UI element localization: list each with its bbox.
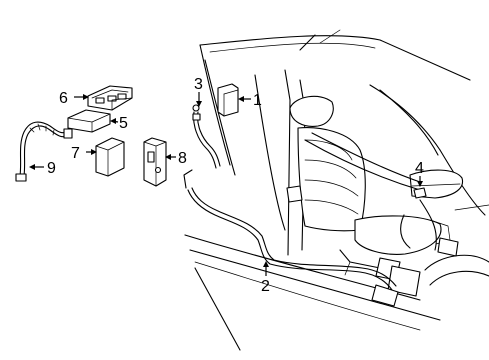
callout-1: 1 [253,92,262,109]
part-8-bracket [143,137,167,187]
callout-8: 8 [178,150,187,167]
callout-arrows [29,92,423,276]
part-7-module [95,137,125,177]
part-1-module [217,83,239,117]
callout-6: 6 [59,90,68,107]
part-9-harness [15,121,73,182]
callout-4: 4 [415,160,424,177]
callout-3: 3 [194,76,203,93]
callout-5: 5 [119,115,128,132]
callout-9: 9 [47,160,56,177]
part-6-module [87,85,133,111]
part-5-module [67,109,111,133]
harness-2 [183,169,399,307]
front-seat [286,95,464,297]
callout-2: 2 [261,278,270,295]
callout-7: 7 [71,145,80,162]
part-3-harness [192,104,221,169]
